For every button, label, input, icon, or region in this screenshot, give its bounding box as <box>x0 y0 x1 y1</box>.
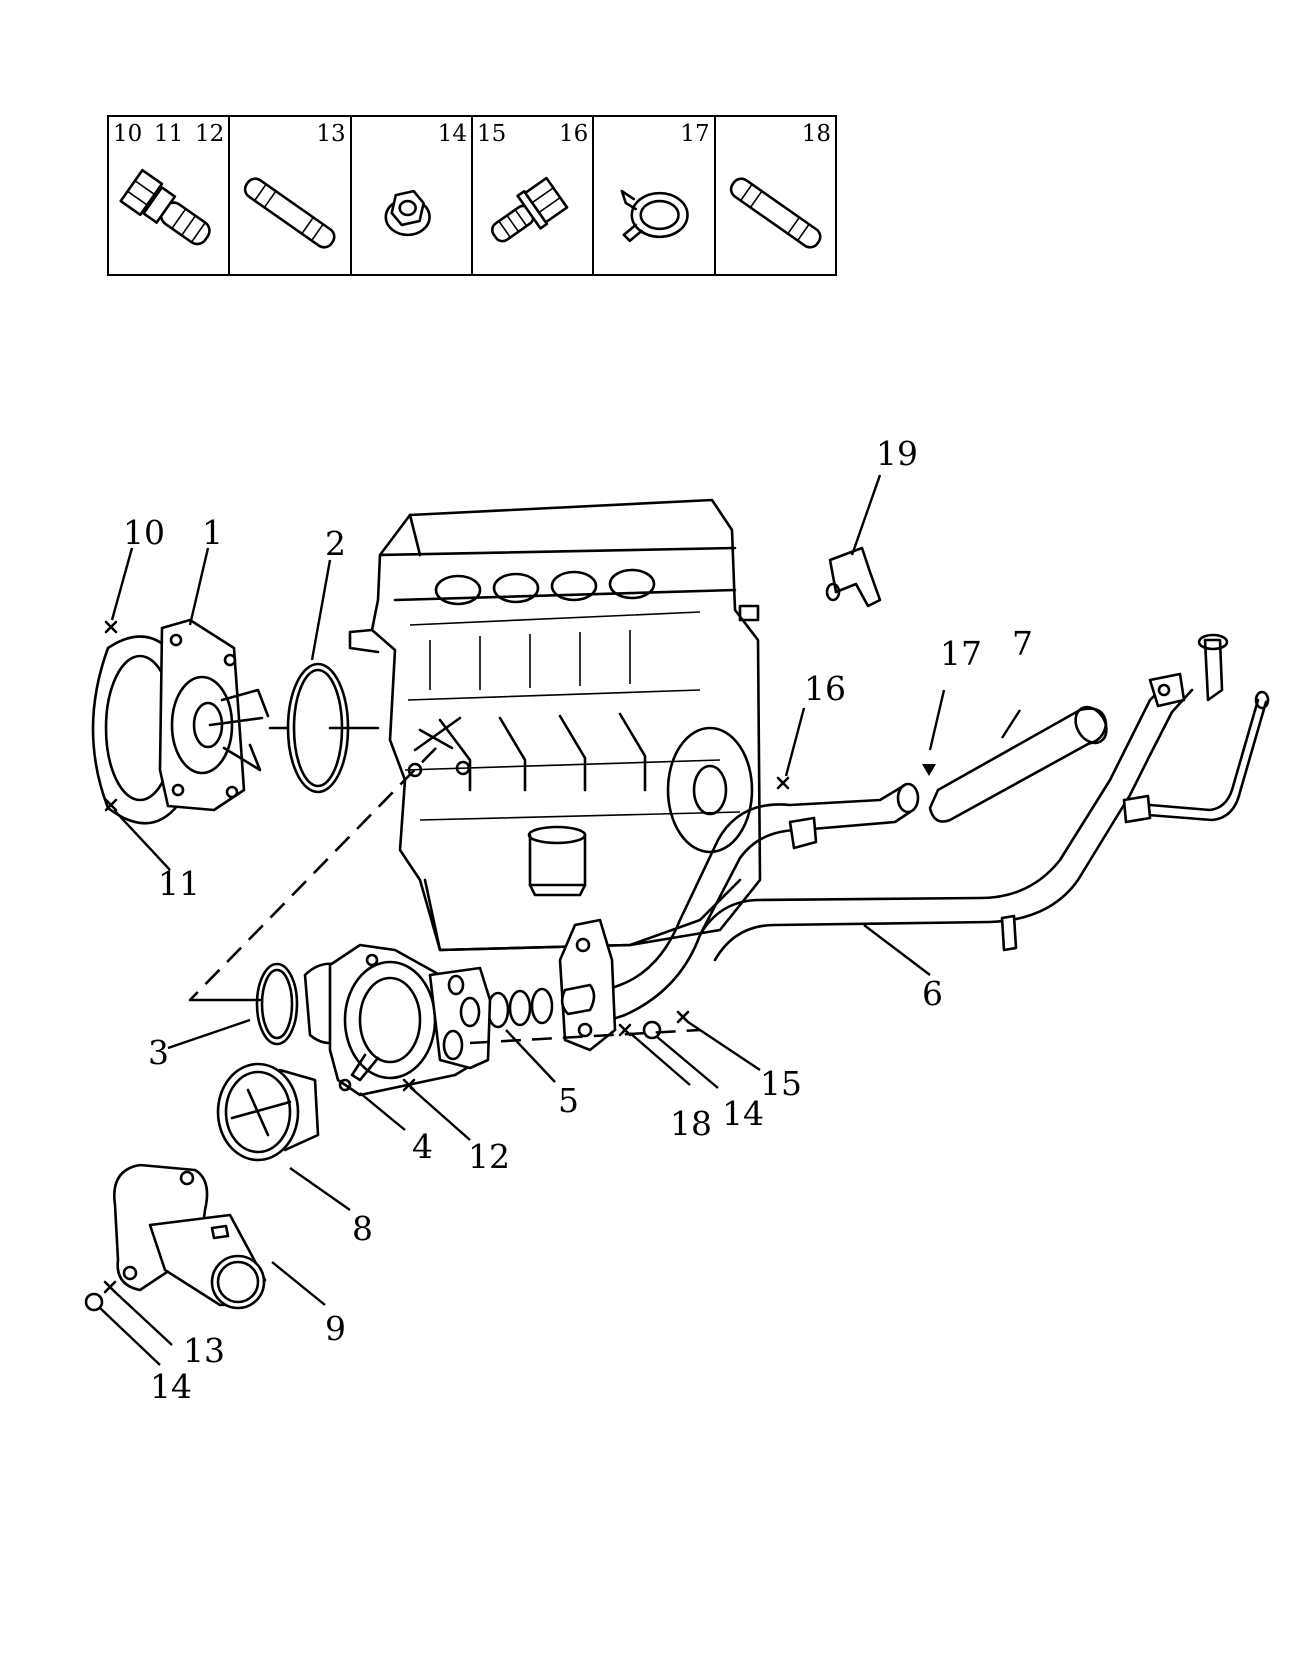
callout-labels: 1 2 10 11 3 4 12 5 6 7 17 16 19 15 18 14… <box>123 434 1033 1406</box>
pump-o-ring <box>268 662 380 794</box>
callout-14: 14 <box>150 1367 192 1406</box>
callout-4: 4 <box>412 1127 433 1166</box>
water-outlet-housing <box>303 943 492 1097</box>
legend-numbers: 17 <box>680 121 710 147</box>
leader-lines <box>99 474 1022 1366</box>
stud-icon <box>244 177 336 249</box>
stud-icon <box>729 177 822 249</box>
callout-8: 8 <box>352 1209 373 1248</box>
callout-11: 11 <box>158 864 200 903</box>
callout-1: 1 <box>202 513 223 552</box>
legend-cell-stud-13: 13 <box>230 117 352 274</box>
assembly-guide-lines <box>188 716 701 1045</box>
legend-cell-hex-bolt: 15 16 <box>473 117 595 274</box>
flange-bolt-icon <box>119 168 211 246</box>
callout-16: 16 <box>804 669 846 708</box>
callout-13: 13 <box>183 1331 225 1370</box>
hose-clamp-icon <box>620 189 690 243</box>
legend-numbers: 10 11 12 <box>113 121 225 147</box>
fastener-legend: 10 11 12 13 14 <box>107 115 837 276</box>
flange-nut-icon <box>384 189 431 237</box>
legend-cell-flange-nut: 14 <box>352 117 473 274</box>
legend-numbers: 15 16 <box>476 121 589 147</box>
thermostat <box>216 1062 320 1162</box>
callout-15: 15 <box>760 1064 802 1103</box>
callout-17: 17 <box>940 634 982 673</box>
legend-numbers: 18 <box>801 121 831 147</box>
hose-fitting <box>825 546 882 608</box>
callout-14: 14 <box>722 1094 764 1133</box>
water-pump <box>91 618 270 825</box>
legend-cell-hose-clamp: 17 <box>594 117 716 274</box>
coolant-hose <box>922 705 1108 823</box>
housing-o-ring <box>255 962 299 1046</box>
callout-12: 12 <box>468 1137 510 1176</box>
pipe-gaskets <box>486 987 554 1029</box>
callout-6: 6 <box>922 974 943 1013</box>
callout-3: 3 <box>148 1033 169 1072</box>
callout-7: 7 <box>1012 624 1033 663</box>
callout-2: 2 <box>325 524 346 563</box>
thermostat-cover <box>112 1163 267 1310</box>
fastener-marks <box>84 620 790 1312</box>
callout-9: 9 <box>325 1309 346 1348</box>
callout-18: 18 <box>670 1104 712 1143</box>
callout-19: 19 <box>876 434 918 473</box>
callout-10: 10 <box>123 513 165 552</box>
water-pipe-assembly <box>558 633 1270 1052</box>
legend-numbers: 14 <box>437 121 467 147</box>
legend-numbers: 13 <box>316 121 346 147</box>
legend-cell-stud-18: 18 <box>716 117 835 274</box>
legend-cell-flange-bolt: 10 11 12 <box>109 117 231 274</box>
callout-5: 5 <box>558 1081 579 1120</box>
hex-bolt-icon <box>490 176 569 243</box>
